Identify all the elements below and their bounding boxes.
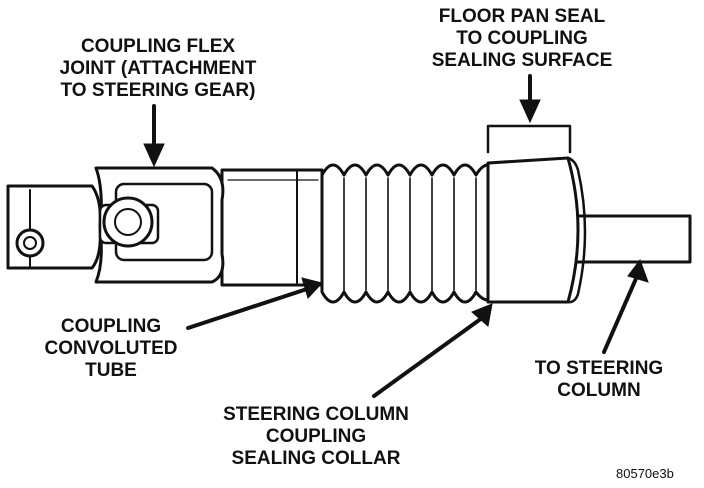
sealing-collar-lip: [566, 156, 587, 304]
label-line: COUPLING: [265, 426, 367, 447]
label-line: COUPLING FLEX: [80, 36, 236, 57]
label-line: FLOOR PAN SEAL: [438, 6, 606, 27]
steering-column-shaft: [573, 214, 692, 264]
label-floor-pan-seal: FLOOR PAN SEAL TO COUPLING SEALING SURFA…: [404, 6, 640, 72]
label-line: SEALING COLLAR: [231, 448, 401, 469]
convoluted-tube: [320, 163, 490, 304]
sealing-collar: [481, 156, 580, 304]
arrow-flex-joint: [143, 104, 165, 168]
arrow-sealing-collar: [372, 303, 493, 398]
label-line: SEALING SURFACE: [431, 50, 613, 71]
label-line: TO STEERING: [534, 358, 664, 379]
label-line: TUBE: [85, 360, 137, 381]
figure-code: 80570e3b: [616, 466, 674, 481]
label-coupling-flex-joint: COUPLING FLEX JOINT (ATTACHMENT TO STEER…: [30, 36, 286, 102]
label-line: TO STEERING GEAR): [60, 80, 256, 101]
convolution-ridges: [343, 177, 477, 291]
label-line: CONVOLUTED: [44, 338, 178, 359]
label-line: STEERING COLUMN: [223, 404, 409, 425]
arrow-convoluted-tube: [186, 277, 323, 330]
floor-pan-seal-bracket: [486, 124, 572, 154]
label-line: TO COUPLING: [456, 28, 588, 49]
arrow-to-steering-column: [602, 258, 649, 354]
yoke-left: [6, 184, 102, 270]
label-coupling-convoluted-tube: COUPLING CONVOLUTED TUBE: [26, 316, 196, 382]
label-line: COUPLING: [60, 316, 162, 337]
coupling-tube: [220, 168, 324, 287]
label-line: COLUMN: [557, 380, 641, 401]
arrow-floor-pan-seal: [519, 74, 541, 124]
label-line: JOINT (ATTACHMENT: [59, 58, 257, 79]
label-steering-column-coupling-sealing-collar: STEERING COLUMN COUPLING SEALING COLLAR: [198, 404, 434, 470]
label-to-steering-column: TO STEERING COLUMN: [514, 358, 684, 402]
